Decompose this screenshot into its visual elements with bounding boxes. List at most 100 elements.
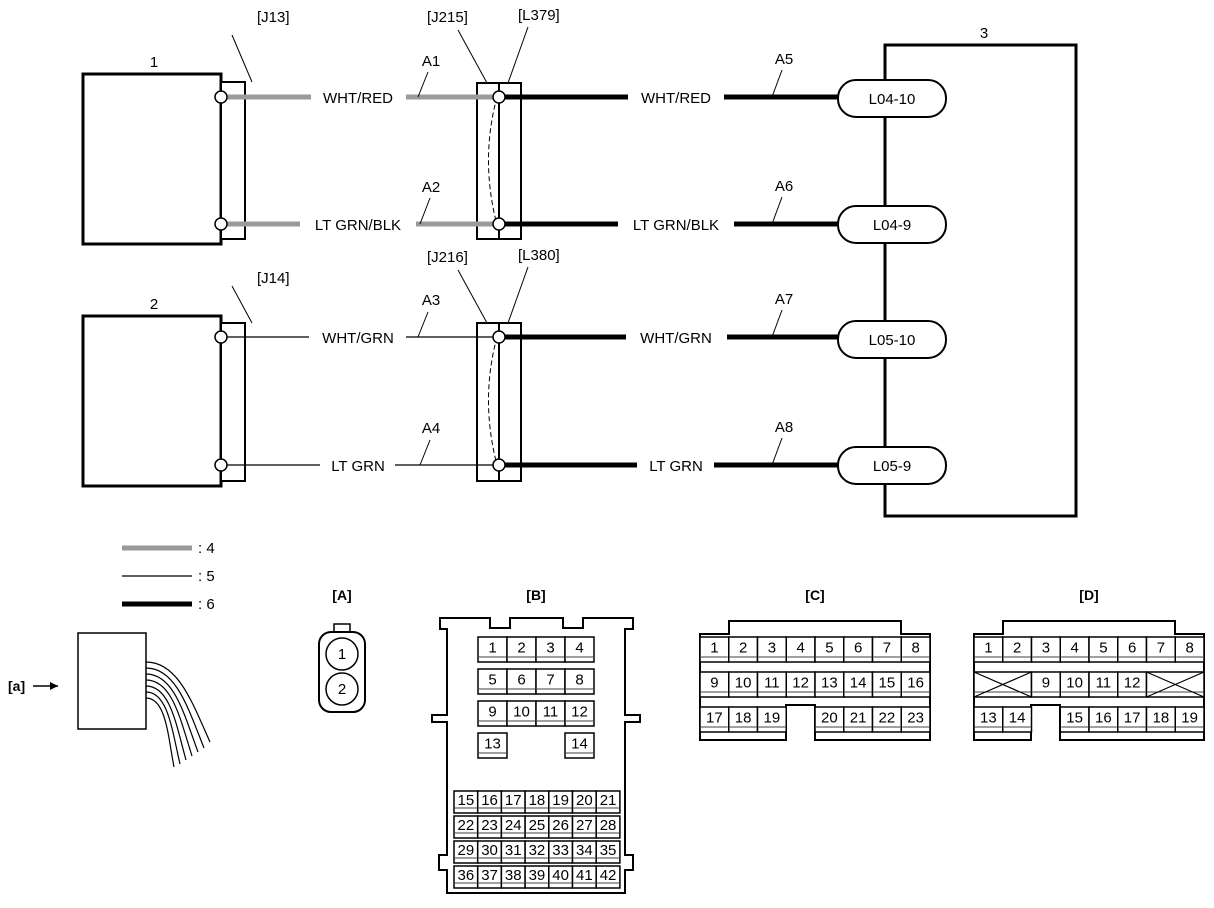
pin-dot <box>214 90 228 104</box>
pin-cell-18: 18 <box>1145 706 1176 733</box>
pin-cell-13: 13 <box>973 706 1004 733</box>
terminal-l04-10: L04-10 <box>837 79 947 118</box>
pin-number: 27 <box>576 817 593 834</box>
pin-number: 5 <box>1099 640 1107 657</box>
legend-item-6: : 6 <box>198 596 215 613</box>
svg-text:L04-10: L04-10 <box>869 91 916 108</box>
pin-cell-15: 15 <box>453 790 479 814</box>
pin-cell-33: 33 <box>548 840 574 864</box>
pin-number: 2 <box>739 640 747 657</box>
pin-number: 15 <box>1066 710 1083 727</box>
pin-cell-5: 5 <box>477 668 508 695</box>
pin-number: 41 <box>576 867 593 884</box>
pin-cell-12: 12 <box>785 671 816 698</box>
pin-cell-6: 6 <box>1117 636 1148 663</box>
pin-number: 18 <box>529 792 546 809</box>
pin-cell-blank <box>973 671 1033 698</box>
pin-cell-38: 38 <box>500 865 526 889</box>
pin-cell-1: 1 <box>973 636 1004 663</box>
pin-cell-9: 9 <box>1030 671 1061 698</box>
pin-number: 2 <box>1013 640 1021 657</box>
pin-cell-10: 10 <box>1059 671 1090 698</box>
pin-cell-15: 15 <box>871 671 902 698</box>
pin-number: 42 <box>600 867 617 884</box>
pin-cell-19: 19 <box>1174 706 1205 733</box>
pin-number: 18 <box>1153 710 1170 727</box>
pin-cell-18: 18 <box>728 706 759 733</box>
pin-number: 23 <box>481 817 498 834</box>
pin-cell-7: 7 <box>535 668 566 695</box>
pin-cell-19: 19 <box>756 706 787 733</box>
pin-number: 7 <box>546 672 554 689</box>
wire-a4-id: A4 <box>422 420 440 437</box>
pin-cell-6: 6 <box>506 668 537 695</box>
pin-cell-2: 2 <box>1002 636 1033 663</box>
pin-number: 16 <box>481 792 498 809</box>
pin-dot <box>492 217 506 231</box>
pin-cell-21: 21 <box>595 790 621 814</box>
wire-a7: WHT/GRN A7 <box>499 291 838 347</box>
pin-number: 22 <box>458 817 475 834</box>
svg-text:L04-9: L04-9 <box>873 217 911 234</box>
pin-cell-14: 14 <box>1002 706 1033 733</box>
wire-a3-color: WHT/GRN <box>322 330 394 347</box>
pin-cell-22: 22 <box>871 706 902 733</box>
pin-cell-8: 8 <box>564 668 595 695</box>
pin-cell-18: 18 <box>524 790 550 814</box>
terminal-l04-9: L04-9 <box>837 205 947 244</box>
pin-number: 9 <box>1042 675 1050 692</box>
wire-a2-color: LT GRN/BLK <box>315 217 401 234</box>
pin-number: 36 <box>458 867 475 884</box>
connector-l380-label: [L380] <box>518 247 560 264</box>
pin-number: 2 <box>517 640 525 657</box>
pin-dot <box>492 330 506 344</box>
pin-cell-7: 7 <box>871 636 902 663</box>
terminal-l05-9: L05-9 <box>837 446 947 485</box>
pin-cell-1: 1 <box>699 636 730 663</box>
pin-number: 20 <box>576 792 593 809</box>
pin-cell-29: 29 <box>453 840 479 864</box>
pin-number: 8 <box>1185 640 1193 657</box>
wire-a1: WHT/RED A1 <box>221 53 499 107</box>
pin-cell-6: 6 <box>843 636 874 663</box>
component-1-number: 1 <box>150 54 158 71</box>
pin-cell-39: 39 <box>524 865 550 889</box>
pin-cell-11: 11 <box>535 700 566 727</box>
pin-cell-17: 17 <box>500 790 526 814</box>
pin-number: 23 <box>907 710 924 727</box>
pin-cell-16: 16 <box>476 790 503 814</box>
pin-cell-25: 25 <box>524 815 550 839</box>
legend: : 4 : 5 : 6 <box>122 540 215 613</box>
pin-number: 11 <box>543 704 559 721</box>
pin-dot <box>214 330 228 344</box>
pin-number: 6 <box>854 640 862 657</box>
pin-cell-13: 13 <box>477 732 508 759</box>
pin-number: 13 <box>821 675 838 692</box>
wire-a5-id: A5 <box>775 51 793 68</box>
pin-cell-1: 1 <box>477 636 508 663</box>
pin-number: 34 <box>576 842 593 859</box>
pin-number: 10 <box>1066 675 1083 692</box>
pin-number: 3 <box>546 640 554 657</box>
pin-cell-blank <box>1145 671 1205 698</box>
pin-number: 6 <box>517 672 525 689</box>
legend-item-4: : 4 <box>198 540 215 557</box>
pin-number: 19 <box>552 792 569 809</box>
pin-number: 39 <box>529 867 546 884</box>
wire-a6-id: A6 <box>775 178 793 195</box>
svg-text:L05-9: L05-9 <box>873 458 911 475</box>
wire-a4-color: LT GRN <box>331 458 385 475</box>
pin-cell-11: 11 <box>1088 671 1119 698</box>
connector-j14-label: [J14] <box>257 270 290 287</box>
pin-cell-14: 14 <box>564 732 595 759</box>
pin-cell-16: 16 <box>1088 706 1119 733</box>
pin-cell-12: 12 <box>1117 671 1148 698</box>
component-2: 2 [J14] <box>81 270 290 488</box>
pin-cell-30: 30 <box>476 840 503 864</box>
pin-cell-26: 26 <box>548 815 574 839</box>
pin-cell-34: 34 <box>571 840 597 864</box>
pin-number: 38 <box>505 867 522 884</box>
pin-number: 31 <box>505 842 522 859</box>
svg-text:L05-10: L05-10 <box>869 332 916 349</box>
